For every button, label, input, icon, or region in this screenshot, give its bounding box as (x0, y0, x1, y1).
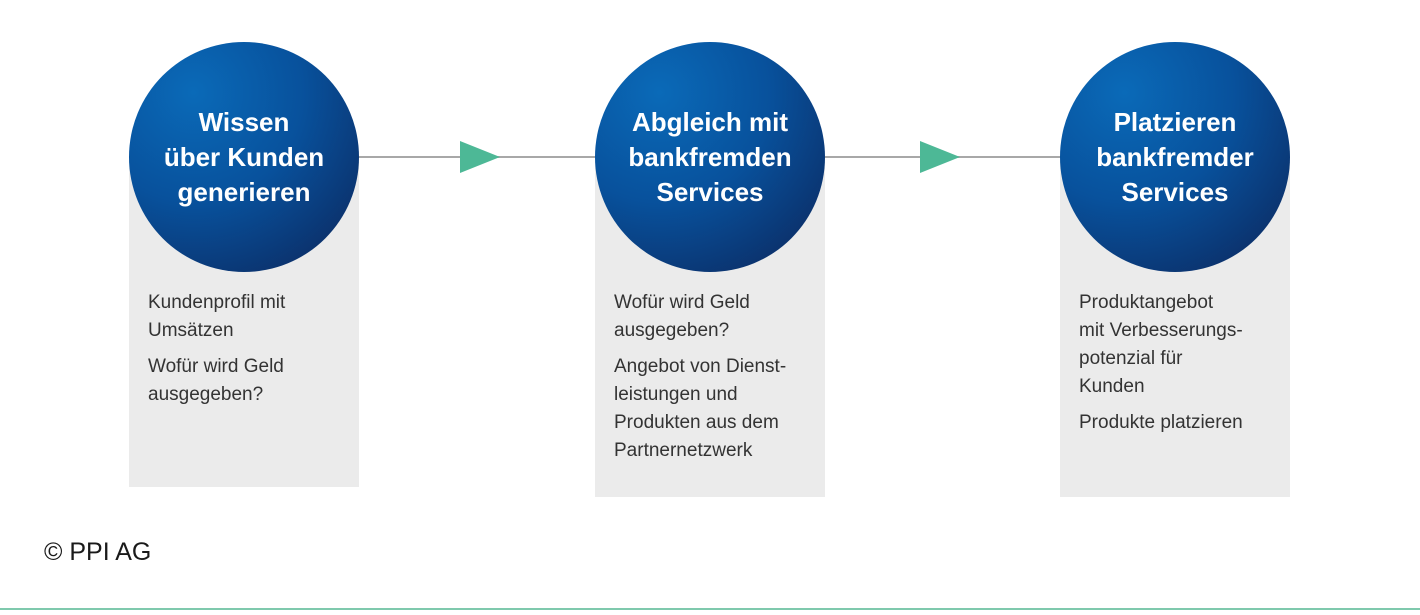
text-line: Partnernetzwerk (614, 440, 753, 461)
footer-divider (0, 608, 1420, 610)
text-line: leistungen und (614, 384, 738, 405)
text-line: Angebot von Dienst- (614, 356, 787, 377)
arrow-right-icon (920, 141, 960, 173)
step-2-description: Wofür wird Geld ausgegeben? Angebot von … (614, 289, 819, 473)
text-line: ausgegeben? (614, 320, 730, 341)
text-line: potenzial für (1079, 348, 1183, 369)
text-line: Produkte platzieren (1079, 412, 1243, 433)
step-3-description: Produktangebot mit Verbesserungs- potenz… (1079, 289, 1284, 445)
step-3-title-line: Platzieren (1113, 106, 1237, 137)
text-line: mit Verbesserungs- (1079, 320, 1243, 341)
arrow-right-icon (460, 141, 500, 173)
step-3-paragraph: Produktangebot mit Verbesserungs- potenz… (1079, 289, 1284, 401)
step-3-circle: Platzieren bankfremder Services (1060, 42, 1290, 272)
text-line: Produkten aus dem (614, 412, 779, 433)
step-1-paragraph: Wofür wird Geld ausgegeben? (148, 353, 353, 409)
text-line: Produktangebot (1079, 292, 1214, 313)
step-1-title-line: Wissen (198, 106, 290, 137)
step-1-title-line: über Kunden (163, 141, 325, 172)
text-line: Wofür wird Geld (614, 292, 750, 313)
step-3-title-line: bankfremder (1096, 141, 1254, 172)
step-1-description: Kundenprofil mit Umsätzen Wofür wird Gel… (148, 289, 353, 417)
copyright-text: © PPI AG (44, 538, 152, 566)
step-3-paragraph: Produkte platzieren (1079, 409, 1284, 437)
step-2-title-line: Abgleich mit (631, 106, 788, 137)
step-2-paragraph: Wofür wird Geld ausgegeben? (614, 289, 819, 345)
text-line: Kundenprofil mit (148, 292, 286, 313)
text-line: Wofür wird Geld (148, 356, 284, 377)
step-1-circle: Wissen über Kunden generieren (129, 42, 359, 272)
step-1-title-line: generieren (177, 176, 311, 207)
step-3-title-line: Services (1121, 176, 1229, 207)
text-line: Umsätzen (148, 320, 234, 341)
step-1-paragraph: Kundenprofil mit Umsätzen (148, 289, 353, 345)
step-2-title-line: Services (656, 176, 764, 207)
text-line: Kunden (1079, 376, 1145, 397)
text-line: ausgegeben? (148, 384, 264, 405)
step-2-title-line: bankfremden (628, 141, 792, 172)
step-2-circle: Abgleich mit bankfremden Services (595, 42, 825, 272)
step-2-paragraph: Angebot von Dienst- leistungen und Produ… (614, 353, 819, 465)
